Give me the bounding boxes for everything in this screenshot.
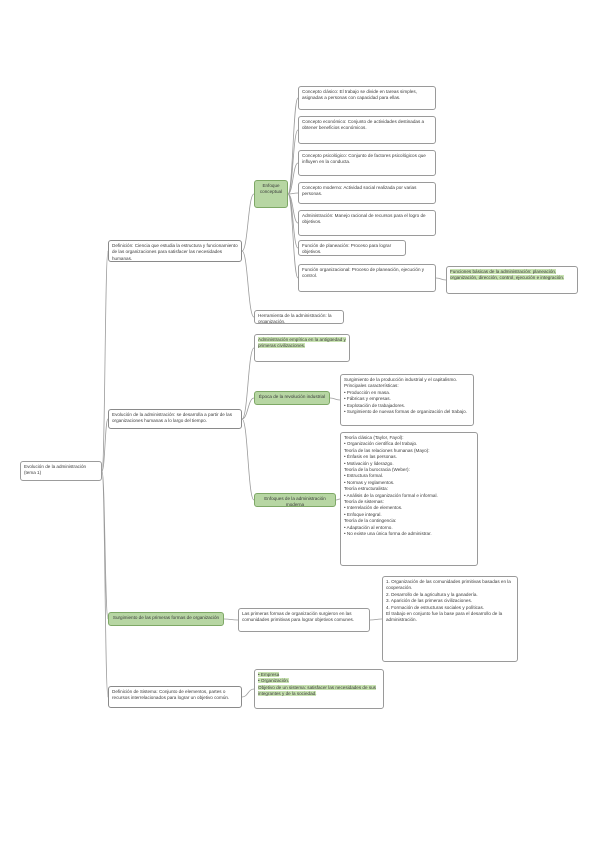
connector-line: [329, 397, 341, 401]
leaf-concepto[interactable]: Concepto clásico: El trabajo se divide e…: [298, 86, 436, 110]
connector-line: [287, 193, 299, 279]
leaf-teorias[interactable]: Teoría clásica (Taylor, Fayol): • Organi…: [340, 432, 478, 566]
subtopic-empresa-text: • Empresa • Organización. Objetivo de un…: [258, 672, 376, 697]
connector-line: [101, 470, 109, 620]
connector-line: [287, 162, 299, 195]
leaf-comunidades[interactable]: 1. Organización de las comunidades primi…: [382, 576, 518, 662]
connector-line: [435, 277, 447, 281]
connector-line: [241, 193, 255, 252]
leaf-concepto[interactable]: Concepto psicológico: Conjunto de factor…: [298, 150, 436, 176]
connector-line: [287, 192, 299, 195]
branch-surgimiento[interactable]: Surgimiento de las primeras formas de or…: [108, 612, 224, 626]
connector-line: [287, 129, 299, 195]
leaf-concepto[interactable]: Función de planeación: Proceso para logr…: [298, 240, 406, 256]
note-funciones[interactable]: Funciones básicas de la administración: …: [446, 266, 578, 294]
subtopic-administracion-empirica[interactable]: Administración empírica en la antigüedad…: [254, 334, 350, 362]
subtopic-revolucion-industrial[interactable]: Época de la revolución industrial: [254, 391, 330, 405]
branch-definicion-sistema[interactable]: Definición de Sistema: Conjunto de eleme…: [108, 686, 242, 708]
connector-line: [241, 418, 255, 501]
root-topic[interactable]: Evolución de la administración (tema 1): [20, 461, 102, 481]
branch-evolucion[interactable]: Evolución de la administración: se desar…: [108, 409, 242, 429]
connector-line: [335, 498, 341, 501]
leaf-revolucion-industrial[interactable]: Surgimiento de la producción industrial …: [340, 374, 474, 426]
subtopic-enfoques-modernos[interactable]: Enfoques de la administración moderna: [254, 493, 336, 507]
connector-line: [101, 418, 109, 472]
leaf-concepto[interactable]: Administración: Manejo racional de recur…: [298, 210, 436, 236]
subtopic-primeras-formas[interactable]: Las primeras formas de organización surg…: [238, 608, 370, 632]
connector-line: [369, 618, 383, 621]
subtopic-empresa[interactable]: • Empresa • Organización. Objetivo de un…: [254, 669, 384, 709]
connector-line: [241, 347, 255, 420]
leaf-concepto[interactable]: Concepto moderno: Actividad social reali…: [298, 182, 436, 204]
connector-line: [241, 688, 255, 698]
connector-line: [223, 618, 239, 621]
branch-definicion[interactable]: Definición: Ciencia que estudia la estru…: [108, 240, 242, 262]
subtopic-enfoque-conceptual[interactable]: Enfoque conceptual: [254, 180, 288, 208]
connector-line: [101, 250, 109, 472]
subtopic-herramienta[interactable]: Herramienta de la administración: la org…: [254, 310, 344, 324]
subtopic-administracion-empirica-text: Administración empírica en la antigüedad…: [258, 337, 346, 349]
connector-line: [101, 470, 109, 698]
note-funciones-text: Funciones básicas de la administración: …: [450, 269, 565, 281]
leaf-concepto[interactable]: Función organizacional: Proceso de plane…: [298, 264, 436, 292]
leaf-concepto[interactable]: Concepto económico: Conjunto de activida…: [298, 116, 436, 144]
connector-line: [241, 397, 255, 420]
connector-line: [241, 250, 255, 318]
